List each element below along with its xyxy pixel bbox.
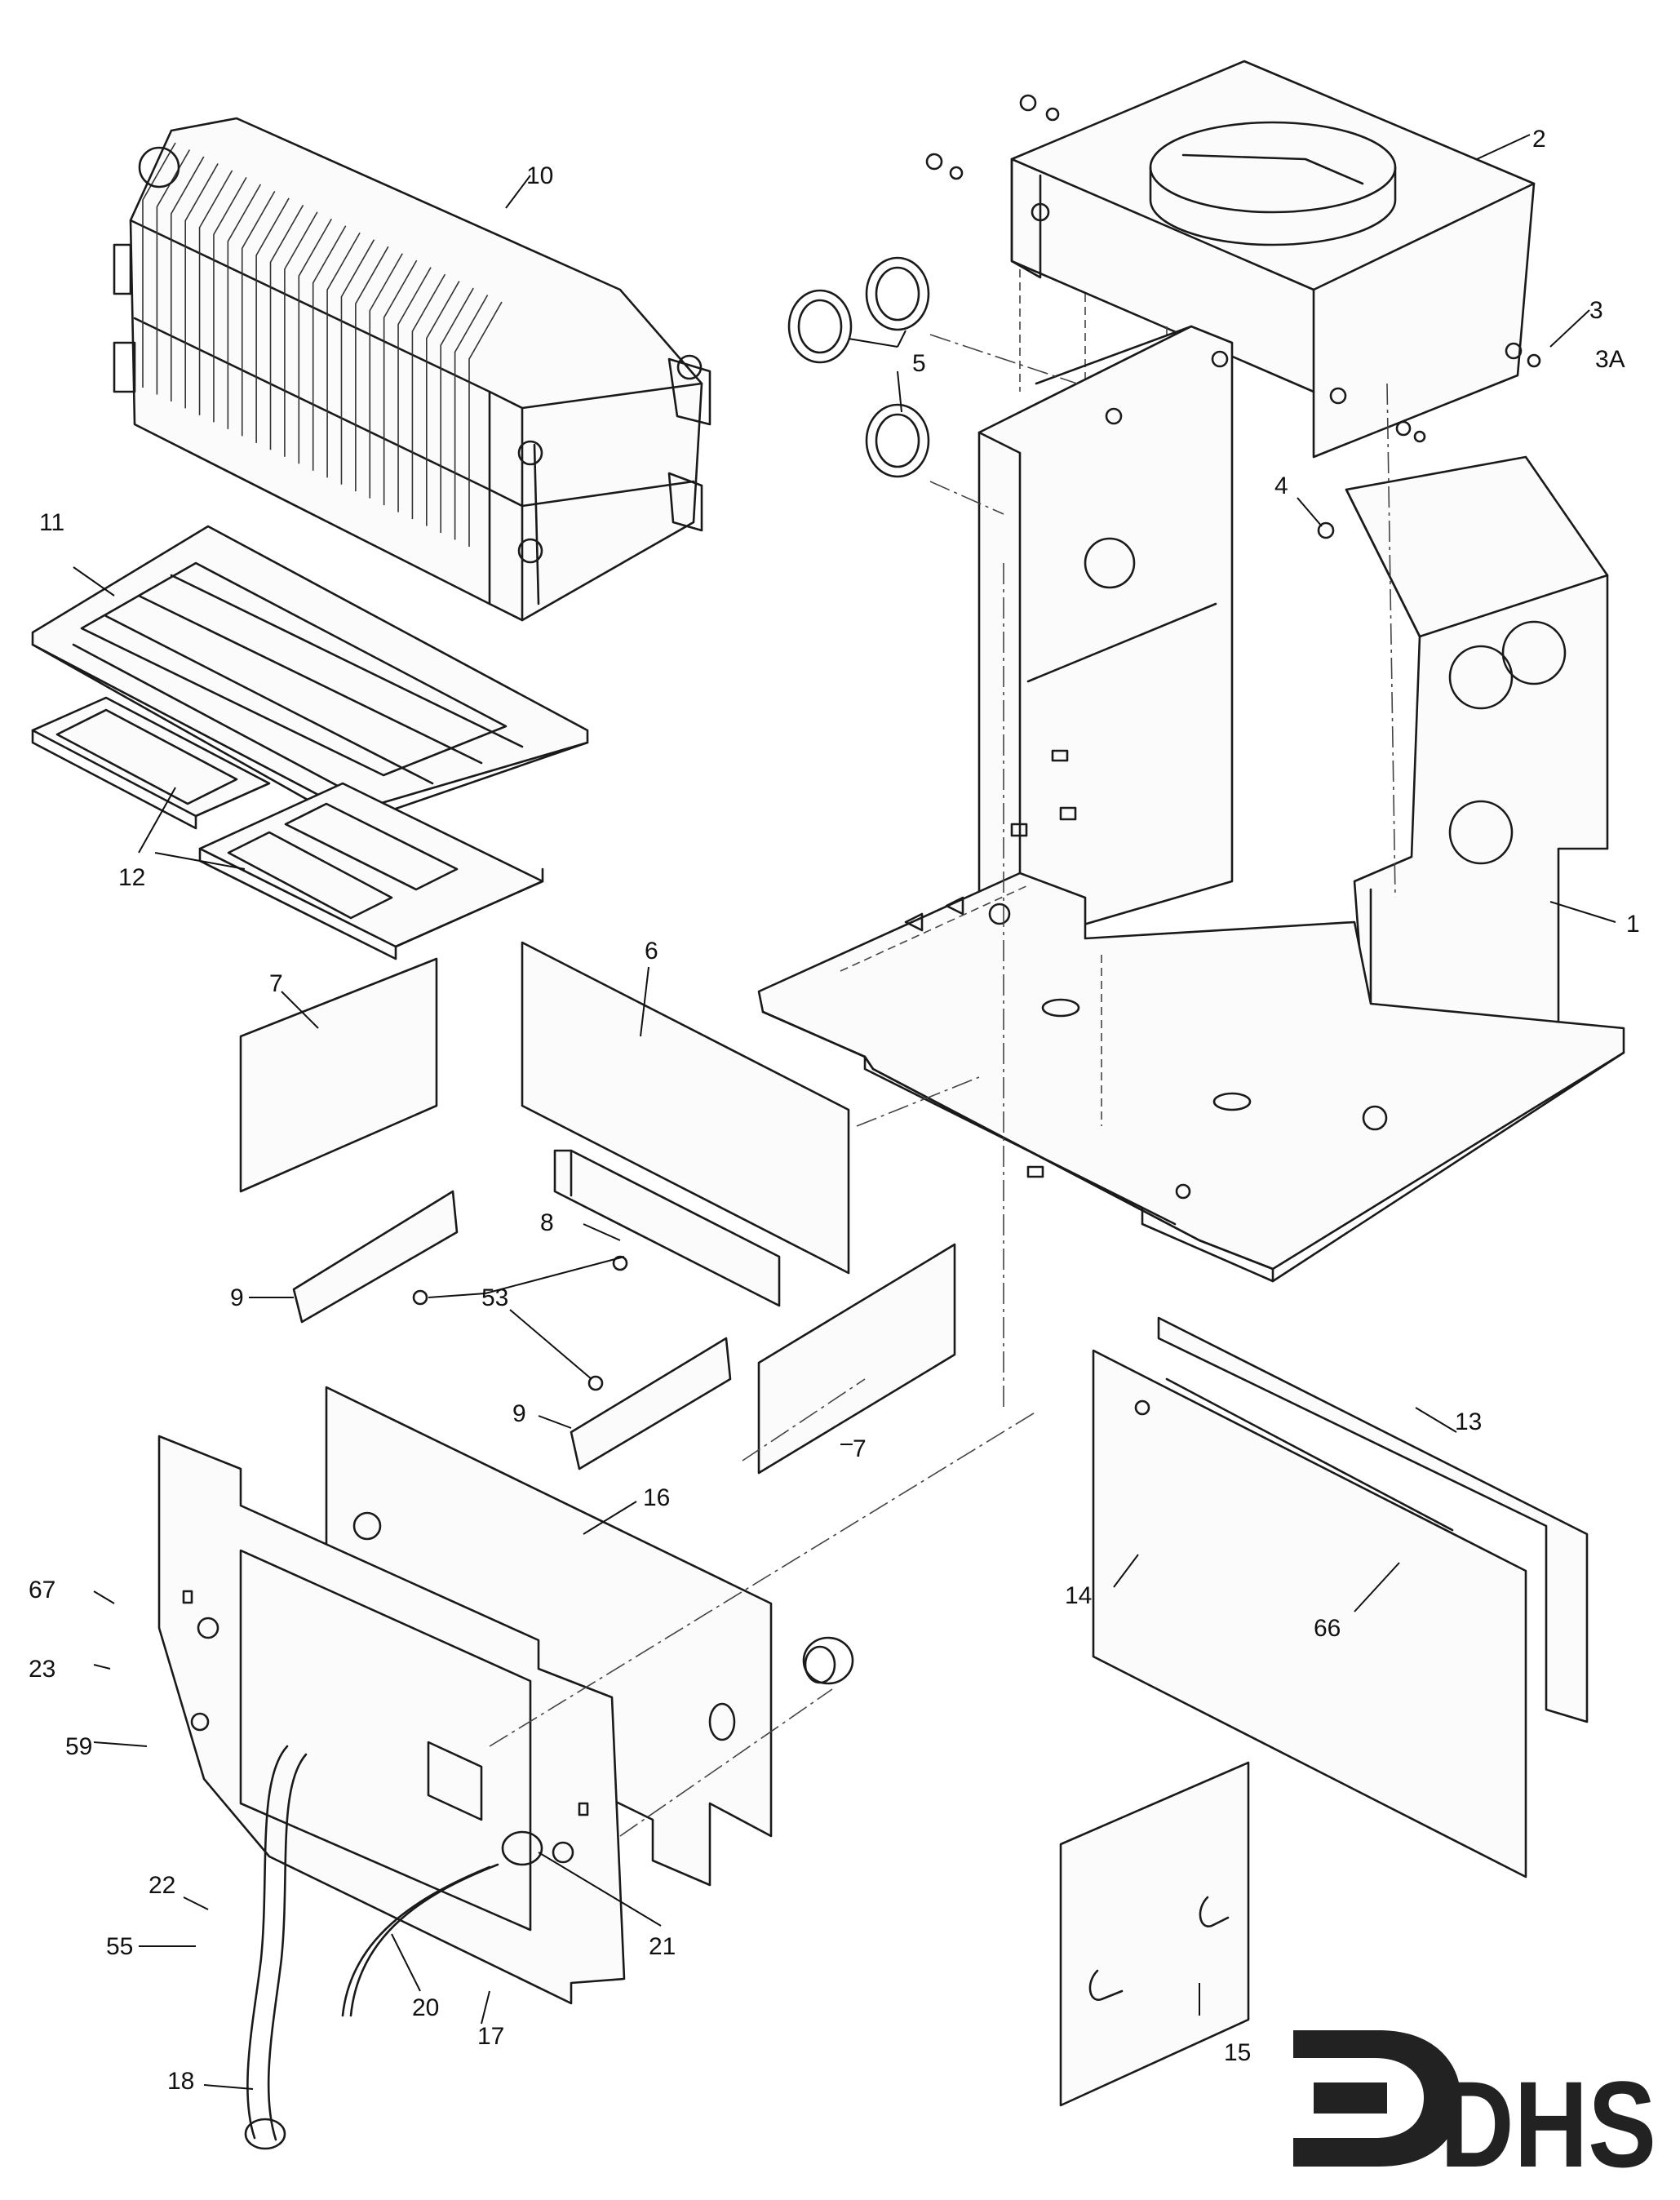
leader-lines xyxy=(73,134,1616,2090)
part-6-panel xyxy=(521,941,850,1275)
callout-9a: 9 xyxy=(230,1284,244,1311)
heat-exchanger-fin xyxy=(355,246,389,492)
callout-12: 12 xyxy=(118,864,145,891)
part-9-bracket-right xyxy=(570,1337,732,1470)
callout-2: 2 xyxy=(1532,126,1546,153)
callout-17: 17 xyxy=(477,2023,504,2050)
side-panels xyxy=(1092,1316,1589,1878)
callout-66: 66 xyxy=(1314,1615,1341,1642)
heat-exchanger-fin xyxy=(440,287,474,534)
fasteners-top xyxy=(925,94,1541,539)
part-9-bracket-left xyxy=(292,1190,459,1324)
callout-22: 22 xyxy=(148,1872,175,1899)
callout-18: 18 xyxy=(167,2068,194,2095)
heat-exchanger-fin xyxy=(411,273,446,520)
part-7-panel-left xyxy=(239,957,438,1193)
callout-3a: 3A xyxy=(1595,346,1625,373)
callout-7b: 7 xyxy=(853,1435,867,1462)
center-lines xyxy=(489,334,1396,1837)
dhs-logo-mark xyxy=(1293,2030,1461,2167)
heat-exchanger-fin xyxy=(227,184,262,429)
callout-8: 8 xyxy=(540,1209,554,1236)
callout-55: 55 xyxy=(106,1933,133,1960)
heat-exchanger-fin xyxy=(184,163,219,409)
heat-exchanger-fin xyxy=(369,253,403,499)
part-13-panel xyxy=(1157,1316,1589,1723)
callout-14: 14 xyxy=(1065,1582,1092,1609)
callout-11: 11 xyxy=(39,509,64,536)
heat-exchanger-fin xyxy=(340,239,375,485)
callout-7a: 7 xyxy=(269,970,283,997)
callout-labels: 1 2 3 3A 4 5 6 7 7 8 9 9 10 11 12 13 14 … xyxy=(29,126,1640,2095)
part-12-burner-plates xyxy=(31,696,544,960)
part-2-top-hood xyxy=(1010,60,1536,473)
heat-exchanger-fin xyxy=(397,267,432,512)
heat-exchanger-fin xyxy=(312,225,347,471)
callout-5: 5 xyxy=(912,350,926,377)
insulation-panels xyxy=(239,941,956,1475)
callout-59: 59 xyxy=(65,1733,92,1760)
heat-exchanger-fin xyxy=(142,142,176,388)
dhs-logo: DHS xyxy=(1293,2030,1656,2193)
heat-exchanger-fin xyxy=(170,156,205,401)
callout-13: 13 xyxy=(1455,1408,1482,1435)
part-11-burner-tray xyxy=(31,525,589,826)
part-5-grommets xyxy=(787,256,930,478)
brackets xyxy=(292,1149,781,1470)
heat-exchanger-fin xyxy=(255,197,290,443)
callout-10: 10 xyxy=(526,162,553,189)
heat-exchanger-fin xyxy=(284,211,318,457)
callout-53: 53 xyxy=(481,1284,508,1311)
callout-16: 16 xyxy=(643,1484,670,1511)
dhs-logo-text: DHS xyxy=(1440,2056,1656,2193)
callout-3: 3 xyxy=(1589,297,1603,324)
part-8-bracket xyxy=(553,1149,781,1307)
heat-exchanger-fin xyxy=(454,295,489,540)
callout-9b: 9 xyxy=(512,1400,526,1427)
heat-exchanger-fin xyxy=(326,232,361,478)
callout-1: 1 xyxy=(1626,911,1640,938)
callout-21: 21 xyxy=(649,1933,676,1960)
part-14-panel xyxy=(1092,1349,1527,1878)
part-7-panel-right xyxy=(757,1243,956,1475)
heat-exchanger-fin xyxy=(198,170,233,415)
heat-exchanger-fin xyxy=(383,259,418,506)
callout-67: 67 xyxy=(29,1577,55,1603)
part-1-housing xyxy=(757,325,1625,1283)
callout-23: 23 xyxy=(29,1656,55,1683)
heat-exchanger-fin xyxy=(468,301,503,547)
heat-exchanger-fin xyxy=(426,281,460,526)
callout-4: 4 xyxy=(1274,472,1288,499)
part-15-cover-plate xyxy=(1059,1761,1250,2107)
part-17-front-cover xyxy=(157,1435,854,2150)
heat-exchanger-fin xyxy=(241,190,276,437)
heat-exchanger-fin xyxy=(213,176,247,423)
heat-exchanger-fin xyxy=(298,218,332,464)
callout-20: 20 xyxy=(412,1994,439,2021)
part-10-heat-exchanger xyxy=(113,117,711,622)
callout-15: 15 xyxy=(1224,2039,1251,2066)
heat-exchanger-fin xyxy=(269,204,304,450)
callout-6: 6 xyxy=(645,938,658,965)
